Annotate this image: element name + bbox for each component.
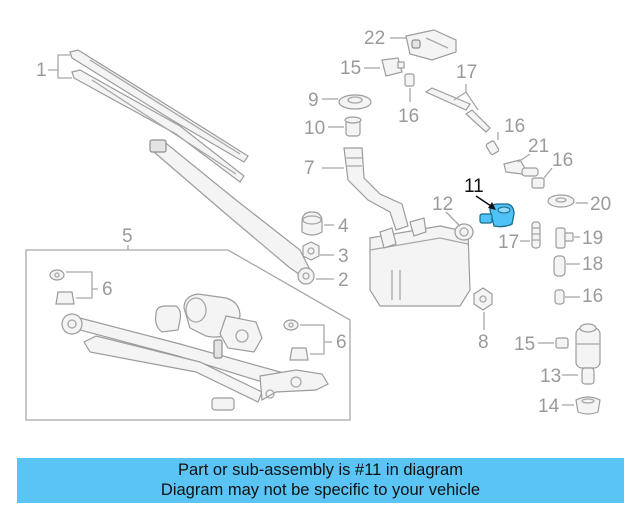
- callout-4: 4: [338, 216, 349, 237]
- callout-21: 21: [528, 136, 549, 157]
- callout-12: 12: [432, 194, 453, 215]
- callout-6-right-leader: [300, 324, 332, 355]
- callout-2: 2: [338, 270, 349, 291]
- filler-neck: [343, 147, 409, 231]
- callout-20: 20: [590, 194, 611, 215]
- hose-clip-top: [404, 73, 415, 87]
- hose-connector-17: [531, 221, 541, 249]
- grommet-right-upper: [283, 319, 299, 331]
- callout-17-right: 17: [498, 232, 519, 253]
- callout-16-top: 16: [398, 106, 419, 127]
- hose-connector-lower: [555, 337, 569, 349]
- info-banner: Part or sub-assembly is #11 in diagram D…: [17, 458, 624, 503]
- callout-1: 1: [36, 60, 47, 81]
- callout-9: 9: [308, 90, 319, 111]
- callout-11-arrowhead: [488, 202, 496, 210]
- callout-1-leader: [48, 54, 72, 79]
- callout-16-lower: 16: [582, 286, 603, 307]
- grommet-right-lower: [289, 347, 309, 361]
- motor-grommet: [575, 396, 601, 415]
- callout-18: 18: [582, 254, 603, 275]
- callout-15-lower: 15: [514, 334, 535, 355]
- filler-cap: [344, 116, 362, 137]
- pivot-cap: [301, 211, 323, 236]
- washer-hose: [424, 87, 491, 133]
- check-valve: [503, 159, 539, 177]
- washer-nozzle: [405, 29, 457, 61]
- hose-clip-mid: [485, 140, 500, 156]
- callout-6-right: 6: [336, 332, 347, 353]
- banner-line-2: Diagram may not be specific to your vehi…: [160, 481, 481, 499]
- seal-ring: [338, 94, 372, 110]
- callout-15-top: 15: [340, 58, 361, 79]
- reservoir-nut: [473, 287, 493, 311]
- callout-12-leader: [445, 211, 461, 227]
- callout-19: 19: [582, 228, 603, 249]
- callout-11: 11: [464, 176, 484, 197]
- callout-22: 22: [364, 28, 385, 49]
- callout-10: 10: [304, 118, 325, 139]
- washer-reservoir: [369, 217, 471, 307]
- parts-diagram: 1 2 3 4 5: [25, 28, 611, 421]
- nut: [302, 241, 320, 261]
- hose-clip-lower: [554, 289, 565, 305]
- connector-18: [553, 255, 566, 277]
- grommet-20: [547, 194, 575, 208]
- callout-6-left-leader: [66, 271, 98, 299]
- callout-6-left: 6: [102, 279, 113, 300]
- callout-17-top: 17: [456, 62, 477, 83]
- wiper-blade-assembly: [69, 49, 249, 183]
- callout-5: 5: [122, 226, 133, 247]
- motor-bushing: [155, 305, 182, 333]
- hose-clip-right: [531, 177, 545, 189]
- callout-7: 7: [304, 158, 315, 179]
- callout-16-right: 16: [552, 150, 573, 171]
- wiper-linkage: [61, 313, 329, 411]
- callout-8: 8: [478, 332, 489, 353]
- callout-21-leader: [517, 153, 531, 163]
- grommet-left-lower: [55, 291, 75, 305]
- callout-3: 3: [338, 246, 349, 267]
- washer-pump-highlighted: [479, 203, 515, 228]
- pump-grommet: [454, 223, 474, 241]
- washer-motor: [575, 323, 601, 385]
- callout-17-top-leader: [453, 84, 479, 111]
- callout-13: 13: [540, 366, 561, 387]
- grommet-left-upper: [49, 269, 65, 281]
- wiper-motor: [183, 293, 263, 359]
- callout-16-mid: 16: [504, 116, 525, 137]
- callout-14: 14: [538, 396, 560, 417]
- connector-19: [555, 227, 574, 249]
- hose-connector-top: [381, 57, 405, 77]
- wiper-arm: [149, 139, 315, 285]
- callout-16-right-leader: [543, 167, 553, 179]
- linkage-box: [25, 249, 351, 421]
- banner-line-1: Part or sub-assembly is #11 in diagram: [178, 461, 463, 479]
